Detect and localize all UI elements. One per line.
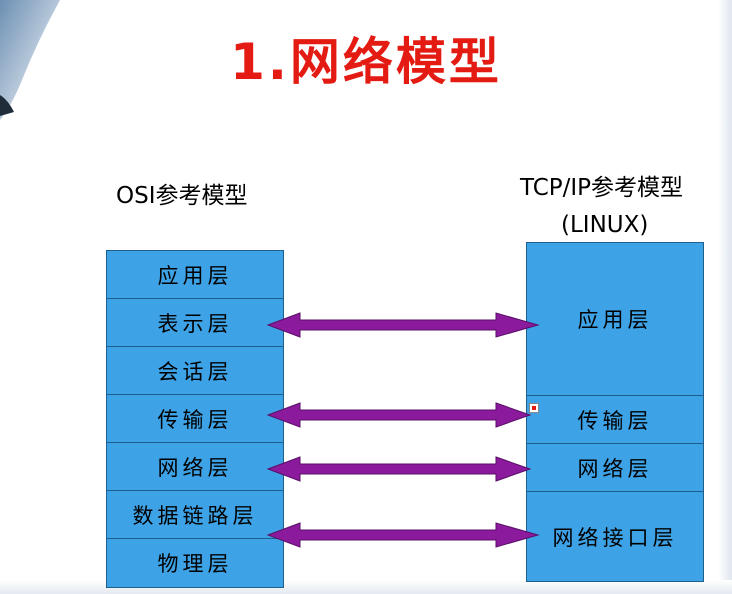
tcpip-layer-network-interface: 网络接口层 [552, 525, 678, 550]
selection-handle[interactable] [529, 403, 539, 413]
right-edge-decoration [718, 0, 732, 594]
corner-decoration [0, 0, 60, 130]
arrow-network-to-internet [266, 456, 532, 482]
osi-layer-network: 网络层 [107, 443, 283, 491]
arrow-transport-to-transport [266, 402, 532, 428]
arrow-datalink-to-network-interface [266, 522, 540, 548]
tcpip-layer-application: 应用层 [527, 243, 703, 396]
tcpip-layer-transport: 传输层 [527, 396, 703, 444]
osi-layer-transport: 传输层 [107, 395, 283, 443]
osi-layer-application: 应用层 [107, 251, 283, 299]
osi-layer-datalink: 数据链路层 [107, 491, 283, 539]
tcpip-subheading: (LINUX) [561, 212, 649, 238]
osi-layer-session: 会话层 [107, 347, 283, 395]
tcpip-heading: TCP/IP参考模型 [520, 175, 684, 201]
osi-layer-presentation: 表示层 [107, 299, 283, 347]
osi-stack: 应用层 表示层 会话层 传输层 网络层 数据链路层 物理层 [106, 250, 284, 588]
arrow-presentation-to-application [266, 312, 540, 338]
osi-heading: OSI参考模型 [116, 183, 248, 209]
osi-layer-physical: 物理层 [157, 552, 233, 576]
slide-title: 1.网络模型 [230, 33, 502, 91]
tcpip-layer-internet: 网络层 [527, 444, 703, 492]
tcpip-stack: 应用层 传输层 网络层 网络接口层 [526, 242, 704, 582]
